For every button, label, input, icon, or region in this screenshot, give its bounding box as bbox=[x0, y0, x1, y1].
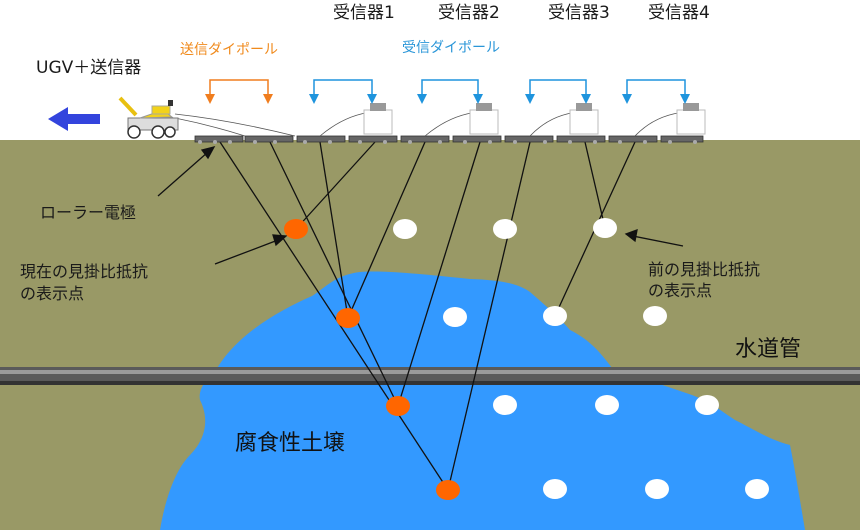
tx-dipole-bracket bbox=[205, 79, 273, 104]
previous-point bbox=[645, 479, 669, 499]
current-point-label-line1: 現在の見掛比抵抗 bbox=[20, 262, 149, 281]
receiver-box-icon bbox=[569, 103, 599, 135]
receiver-1-label: 受信器1 bbox=[333, 3, 395, 23]
receiver-box-icon bbox=[363, 103, 393, 135]
previous-point bbox=[543, 306, 567, 326]
current-point bbox=[284, 219, 308, 239]
ugv-icon bbox=[118, 96, 179, 139]
previous-point bbox=[643, 306, 667, 326]
previous-point bbox=[745, 479, 769, 499]
previous-point bbox=[543, 479, 567, 499]
rx-dipole-brackets bbox=[313, 79, 686, 96]
receiver-boxes bbox=[363, 103, 706, 135]
corrosive-soil-zone bbox=[160, 271, 805, 530]
previous-point bbox=[493, 395, 517, 415]
current-points bbox=[284, 219, 460, 500]
water-pipe-label: 水道管 bbox=[735, 337, 802, 362]
electrode-bars bbox=[194, 135, 704, 144]
previous-point-label-line1: 前の見掛比抵抗 bbox=[648, 260, 761, 279]
previous-point-label-line2: の表示点 bbox=[648, 281, 713, 300]
receiver-box-icon bbox=[469, 103, 499, 135]
receiver-3-label: 受信器3 bbox=[548, 3, 610, 23]
current-point-label-line2: の表示点 bbox=[20, 284, 85, 303]
receiver-box-icon bbox=[676, 103, 706, 135]
rx-dipole-label: 受信ダイポール bbox=[402, 40, 500, 56]
cables bbox=[174, 111, 686, 137]
receiver-2-label: 受信器2 bbox=[438, 3, 500, 23]
corrosive-soil-label: 腐食性土壌 bbox=[235, 431, 346, 456]
previous-point bbox=[695, 395, 719, 415]
current-point bbox=[436, 480, 460, 500]
previous-point bbox=[443, 307, 467, 327]
roller-electrode-label: ローラー電極 bbox=[40, 203, 137, 222]
tx-dipole-label: 送信ダイポール bbox=[180, 42, 278, 58]
current-point bbox=[336, 308, 360, 328]
receiver-4-label: 受信器4 bbox=[648, 3, 710, 23]
previous-point bbox=[593, 218, 617, 238]
previous-point bbox=[393, 219, 417, 239]
previous-point bbox=[493, 219, 517, 239]
previous-points bbox=[393, 218, 769, 499]
current-point bbox=[386, 396, 410, 416]
previous-point bbox=[595, 395, 619, 415]
pointer-arrows bbox=[157, 146, 684, 265]
ugv-transmitter-label: UGV＋送信器 bbox=[36, 58, 142, 78]
measurement-lines bbox=[219, 141, 636, 491]
left-arrow-icon bbox=[48, 107, 100, 131]
